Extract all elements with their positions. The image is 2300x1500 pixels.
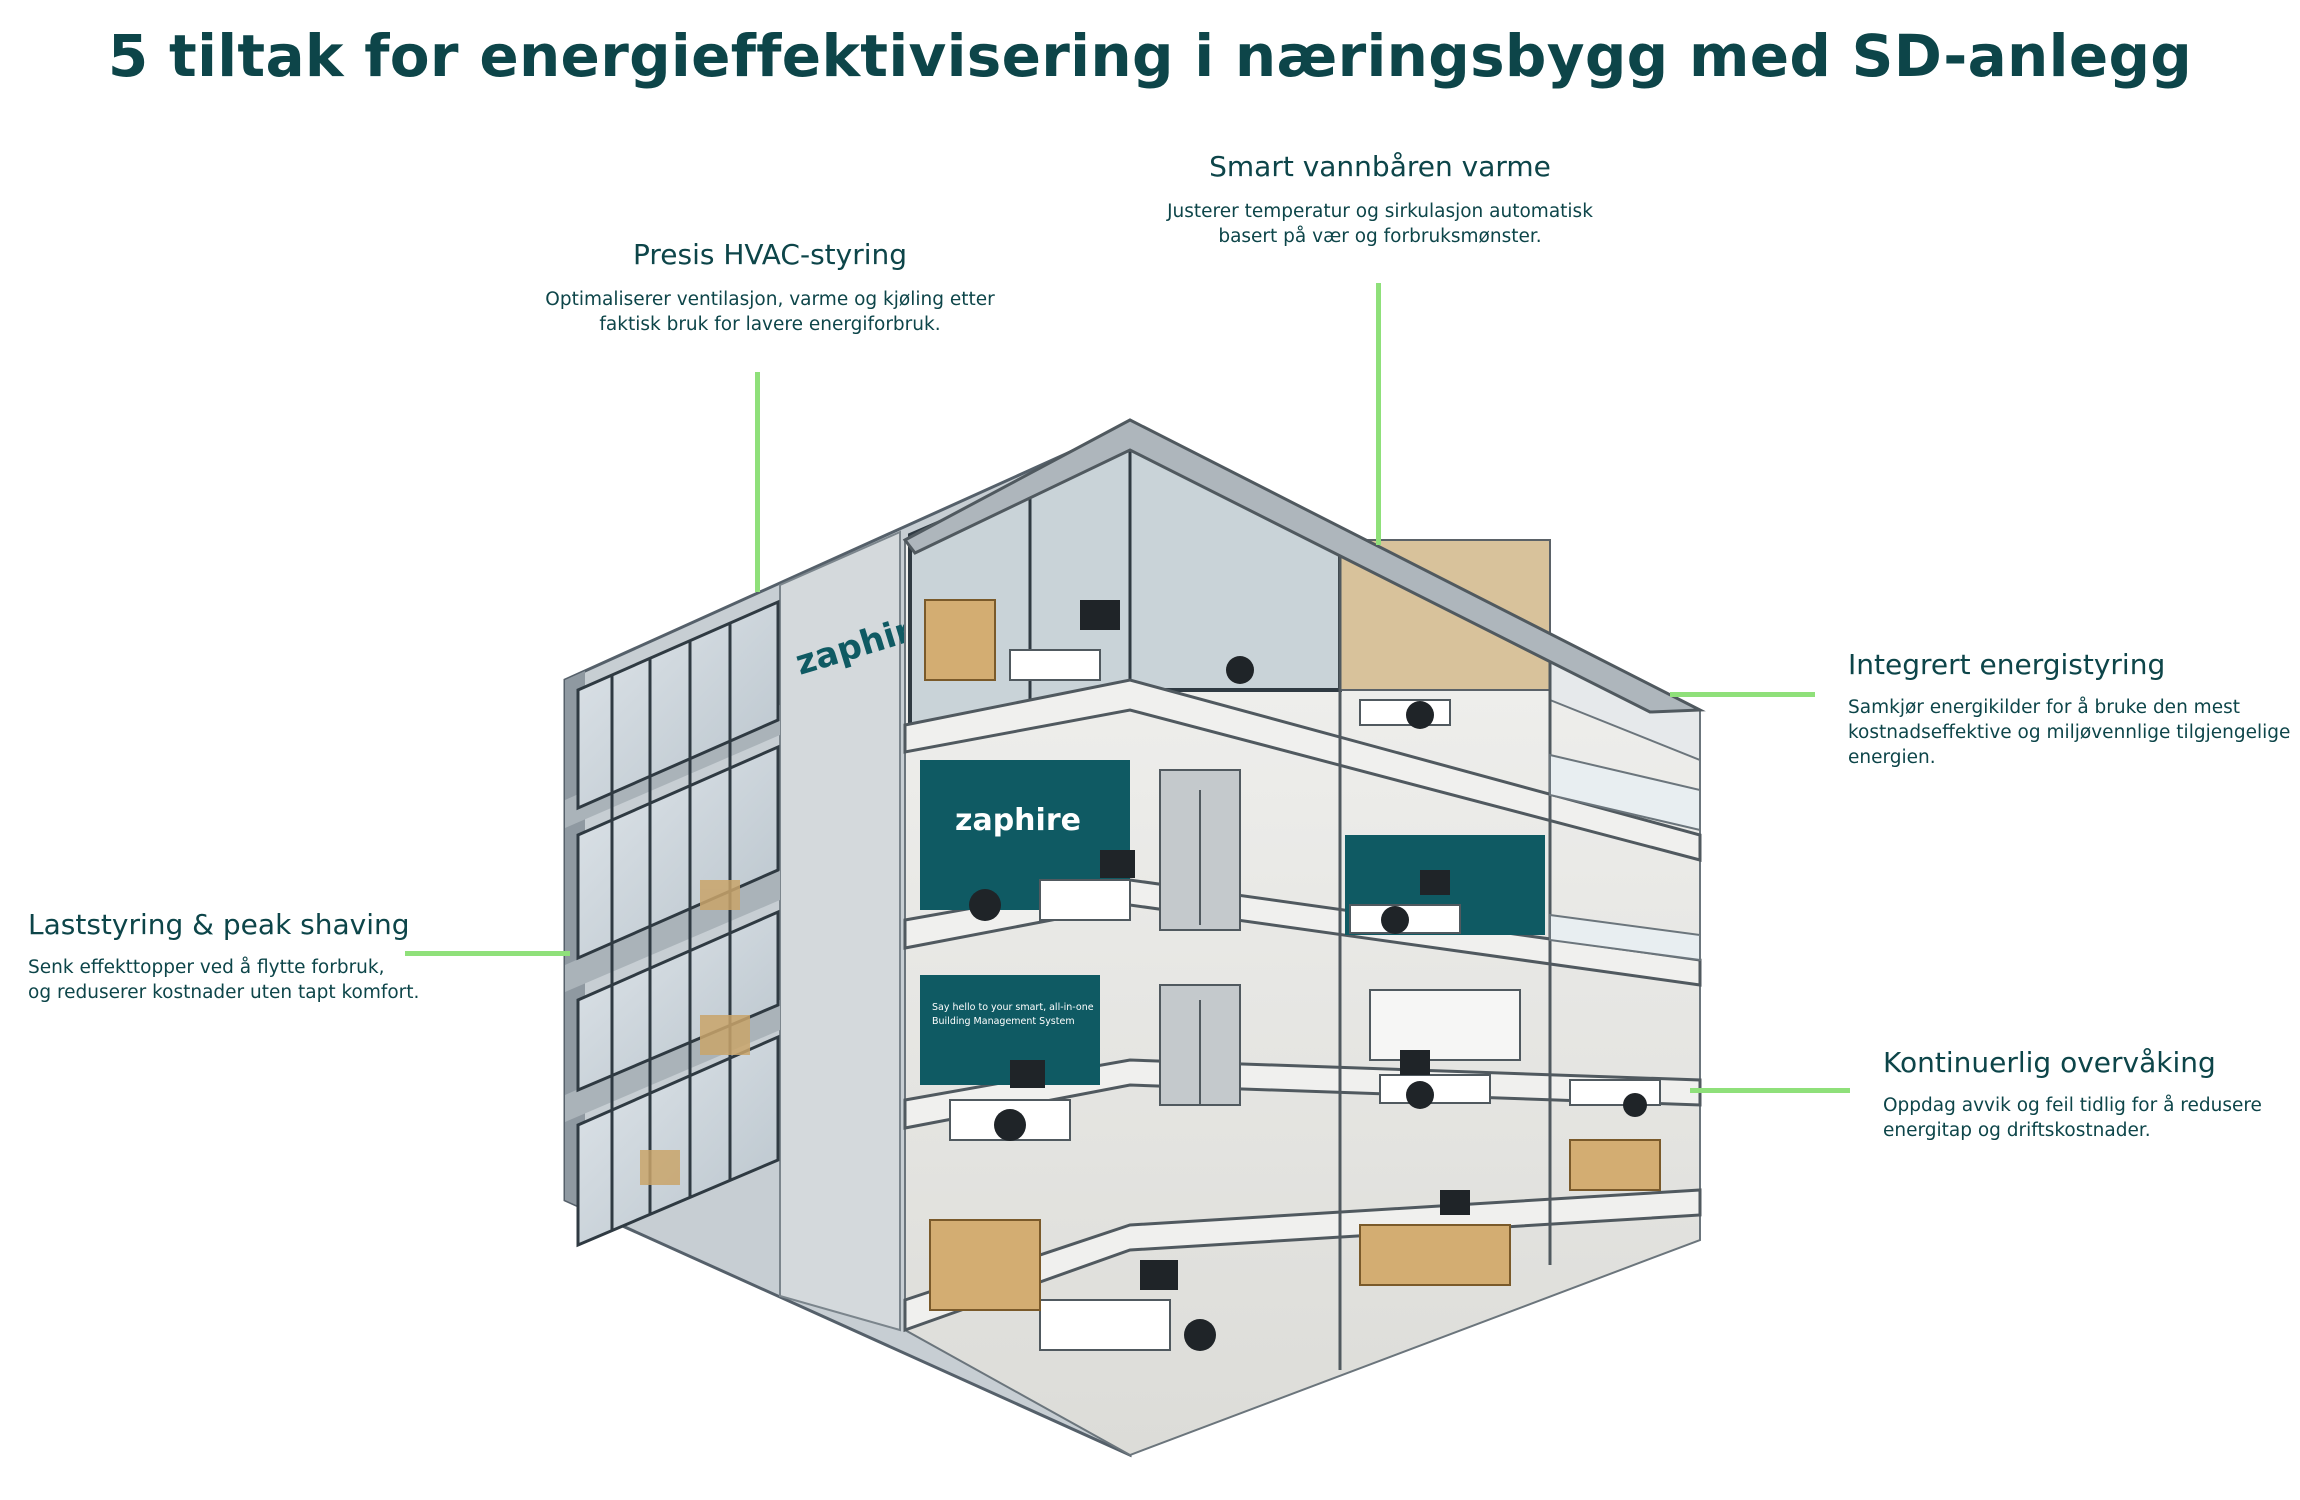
callout-load: Laststyring & peak shaving Senk effektto… bbox=[28, 908, 448, 1005]
callout-load-line-1: Senk effekttopper ved å flytte forbruk, bbox=[28, 957, 385, 978]
callout-monitoring: Kontinuerlig overvåking Oppdag avvik og … bbox=[1883, 1046, 2283, 1143]
callout-hvac: Presis HVAC-styring Optimaliserer ventil… bbox=[510, 238, 1030, 337]
wall-text-line-1: Say hello to your smart, all-in-one bbox=[932, 1002, 1094, 1013]
page-title: 5 tiltak for energieffektivisering i nær… bbox=[107, 22, 2193, 90]
callout-heating-line-2: basert på vær og forbruksmønster. bbox=[1218, 226, 1542, 247]
callout-hvac-line-2: faktisk bruk for lavere energiforbruk. bbox=[599, 314, 941, 335]
callout-monitoring-description: Oppdag avvik og feil tidlig for å reduse… bbox=[1883, 1093, 2283, 1143]
callout-integrated: Integrert energistyring Samkjør energiki… bbox=[1848, 648, 2291, 770]
roof bbox=[902, 418, 1706, 714]
callout-load-description: Senk effekttopper ved å flytte forbruk, … bbox=[28, 955, 448, 1005]
callout-monitoring-line-2: energitap og driftskostnader. bbox=[1883, 1120, 2151, 1141]
callout-load-title: Laststyring & peak shaving bbox=[28, 908, 410, 941]
integrated-connector-line bbox=[1670, 692, 1815, 697]
callout-load-line-2: og reduserer kostnader uten tapt komfort… bbox=[28, 982, 420, 1003]
callout-heating-title: Smart vannbåren varme bbox=[1209, 150, 1551, 183]
heating-connector-line bbox=[1376, 283, 1381, 545]
callout-integrated-line-1: Samkjør energikilder for å bruke den mes… bbox=[1848, 697, 2240, 718]
callout-integrated-title: Integrert energistyring bbox=[1848, 648, 2166, 681]
cutaway-floors: zaphire Say hello to your smart, all-in-… bbox=[903, 423, 1702, 1457]
callout-integrated-description: Samkjør energikilder for å bruke den mes… bbox=[1848, 695, 2291, 770]
monitoring-connector-line bbox=[1690, 1088, 1850, 1093]
wall-text-line-2: Building Management System bbox=[932, 1016, 1075, 1027]
callout-hvac-line-1: Optimaliserer ventilasjon, varme og kjøl… bbox=[545, 289, 995, 310]
callout-integrated-line-2: kostnadseffektive og miljøvennlige tilgj… bbox=[1848, 722, 2291, 743]
load-connector-line bbox=[405, 951, 570, 956]
callout-heating-description: Justerer temperatur og sirkulasjon autom… bbox=[1120, 199, 1640, 249]
callout-heating: Smart vannbåren varme Justerer temperatu… bbox=[1120, 150, 1640, 249]
hvac-connector-line bbox=[755, 372, 760, 592]
callout-integrated-line-3: energien. bbox=[1848, 747, 1936, 768]
callout-hvac-title: Presis HVAC-styring bbox=[632, 238, 908, 271]
wall-logo: zaphire bbox=[955, 803, 1081, 838]
callout-monitoring-line-1: Oppdag avvik og feil tidlig for å reduse… bbox=[1883, 1095, 2262, 1116]
callout-hvac-description: Optimaliserer ventilasjon, varme og kjøl… bbox=[510, 287, 1030, 337]
callout-monitoring-title: Kontinuerlig overvåking bbox=[1883, 1046, 2216, 1079]
callout-heating-line-1: Justerer temperatur og sirkulasjon autom… bbox=[1167, 201, 1593, 222]
